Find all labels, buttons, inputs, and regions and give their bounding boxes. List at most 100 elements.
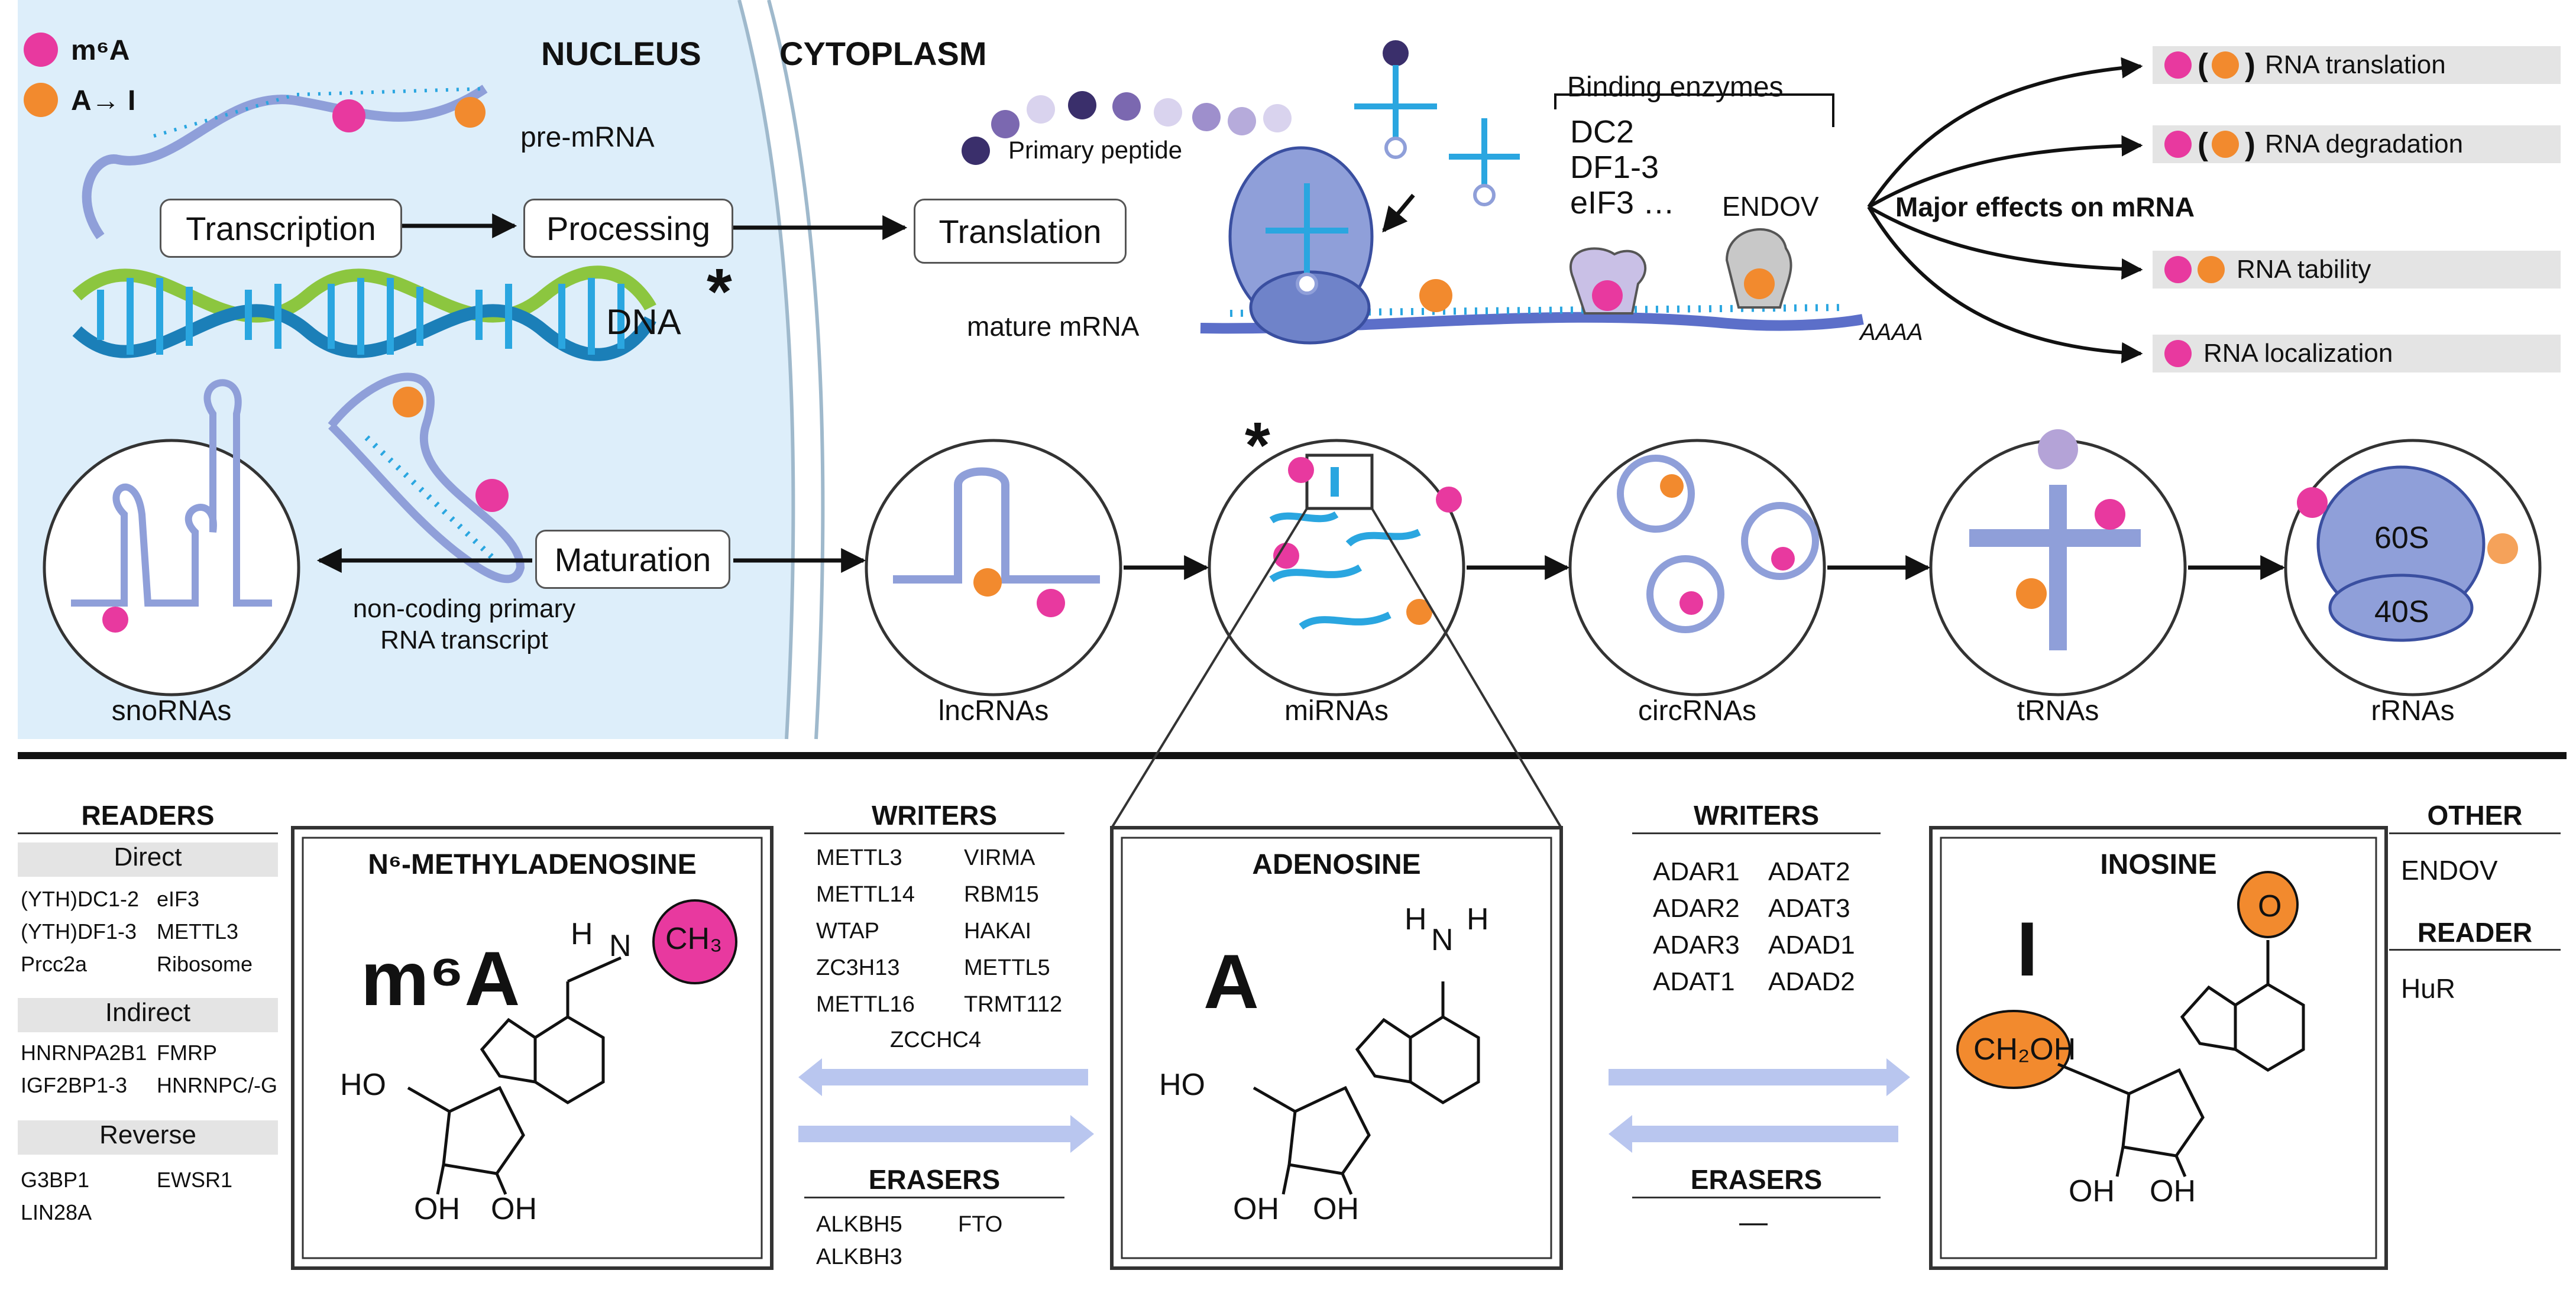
writer-item: ADAD2: [1768, 967, 1855, 996]
effect-rna-localization: RNA localization: [2153, 335, 2561, 372]
lncrna-circle: [865, 439, 1122, 696]
writer-item: TRMT112: [964, 992, 1063, 1017]
adenosine-structure: [1253, 981, 1480, 1195]
ncrna-label-mirna: miRNAs: [1284, 695, 1389, 727]
endov-label: ENDOV: [1722, 191, 1819, 222]
writer-item: ZC3H13: [816, 955, 900, 980]
writer-item: ADAT3: [1768, 894, 1850, 923]
a-to-i-dot-icon: [2211, 131, 2239, 158]
writer-item: ADAT1: [1653, 967, 1735, 996]
atom-o: O: [2258, 889, 2282, 923]
processing-box: Processing: [523, 199, 733, 258]
atom-oh: OH: [414, 1192, 460, 1226]
atom-oh: OH: [491, 1192, 537, 1226]
atom-oh: OH: [2150, 1174, 2196, 1208]
noncoding-label-line2: RNA transcript: [380, 626, 548, 654]
poly-a-label: AAAA: [1860, 319, 1923, 345]
dna-label: DNA: [606, 302, 681, 342]
m6a-dot-icon: [2164, 51, 2192, 79]
m6a-dot-icon: [2164, 131, 2192, 158]
maturation-box: Maturation: [535, 530, 730, 589]
atom-n: N: [1431, 923, 1454, 957]
reader-item: FMRP: [157, 1041, 217, 1065]
m6a-legend-label: m⁶A: [71, 35, 130, 66]
writer-item: ZCCHC4: [890, 1028, 982, 1052]
effect-rna-stability: RNA tability: [2153, 251, 2561, 289]
atom-oh: OH: [1233, 1192, 1279, 1226]
mirna-zoom-box: [1305, 453, 1374, 510]
writer-item: ADAR1: [1653, 857, 1740, 886]
writers-right-title: WRITERS: [1693, 800, 1820, 831]
pre-mrna-strand: [82, 85, 488, 239]
writer-item: ADAR2: [1653, 894, 1740, 923]
other-item: ENDOV: [2401, 855, 2498, 886]
eraser-item: ALKBH5: [816, 1212, 902, 1237]
m6a-legend-dot: [24, 33, 58, 67]
effect-label: RNA tability: [2237, 255, 2371, 284]
atom-h: H: [1467, 902, 1489, 936]
effect-label: RNA localization: [2203, 339, 2393, 368]
primary-peptide-label: Primary peptide: [1008, 136, 1183, 164]
m6a-dot-icon: [2164, 340, 2192, 367]
major-effects-label: Major effects on mRNA: [1895, 192, 2195, 222]
erasers-left-title: ERASERS: [868, 1164, 1001, 1195]
enzyme-item: DC2: [1570, 114, 1635, 150]
a-to-i-dot-icon: [2198, 256, 2225, 283]
a-to-i-dot-icon: [2211, 51, 2239, 79]
reader-item: LIN28A: [21, 1200, 92, 1224]
atom-h: H: [1404, 902, 1427, 936]
enzyme-item: eIF3 …: [1570, 185, 1675, 221]
ncrna-label-trna: tRNAs: [2017, 695, 2099, 727]
writer-item: WTAP: [816, 919, 879, 944]
binding-enzymes-title: Binding enzymes: [1567, 72, 1784, 103]
writer-item: ADAD1: [1768, 931, 1855, 960]
m6a-dot-icon: [2164, 256, 2192, 283]
writers-left-title: WRITERS: [871, 800, 998, 831]
translation-box: Translation: [914, 199, 1127, 264]
other-reader-title: READER: [2417, 917, 2533, 948]
adenosine-panel-title: ADENOSINE: [1252, 849, 1421, 880]
ch3-label: CH₃: [665, 922, 723, 956]
other-reader-item: HuR: [2401, 973, 2456, 1004]
primary-peptide: [962, 40, 1409, 165]
m6a-panel-title: N⁶-METHYLADENOSINE: [368, 849, 697, 880]
writer-item: ADAT2: [1768, 857, 1850, 886]
inosine-structure: [2057, 940, 2305, 1177]
section-divider: [18, 752, 2567, 759]
m6a-symbol: m⁶A: [361, 935, 520, 1022]
noncoding-transcript: [328, 372, 525, 584]
reader-item: METTL3: [157, 919, 239, 944]
reader-item: (YTH)DC1-2: [21, 887, 140, 911]
effect-rna-translation: () RNA translation: [2153, 46, 2561, 84]
atom-oh: OH: [1313, 1192, 1359, 1226]
inosine-panel-title: INOSINE: [2100, 849, 2217, 880]
readers-indirect-header: Indirect: [18, 998, 278, 1032]
readers-title: READERS: [81, 800, 215, 831]
writer-item: HAKAI: [964, 919, 1032, 944]
atom-n: N: [609, 929, 632, 963]
reader-item: HNRNPA2B1: [21, 1041, 147, 1065]
ribosome-40s-label: 40S: [2374, 595, 2429, 629]
transcription-box: Transcription: [160, 199, 402, 258]
effect-rna-degradation: () RNA degradation: [2153, 125, 2561, 163]
eraser-item: FTO: [958, 1212, 1003, 1237]
pre-mrna-label: pre-mRNA: [520, 122, 655, 153]
snorna-circle: [43, 439, 300, 696]
reader-item: EWSR1: [157, 1168, 233, 1192]
nucleus-asterisk: *: [707, 255, 732, 328]
readers-direct-header: Direct: [18, 842, 278, 877]
effect-arrows: [1867, 57, 2143, 364]
a-to-i-legend-dot: [24, 83, 58, 117]
atom-ho: HO: [1159, 1068, 1205, 1102]
ribosome-60s-label: 60S: [2374, 521, 2429, 555]
ncrna-label-circrna: circRNAs: [1638, 695, 1756, 727]
atom-h: H: [571, 917, 593, 951]
reader-item: eIF3: [157, 887, 200, 911]
other-title: OTHER: [2427, 800, 2523, 831]
ncrna-label-lncrna: lncRNAs: [938, 695, 1049, 727]
adenosine-symbol: A: [1203, 938, 1259, 1025]
writer-item: VIRMA: [964, 845, 1035, 870]
writer-item: METTL5: [964, 955, 1050, 980]
a-to-i-legend-label: A→ I: [71, 85, 136, 116]
atom-oh: OH: [2069, 1174, 2115, 1208]
